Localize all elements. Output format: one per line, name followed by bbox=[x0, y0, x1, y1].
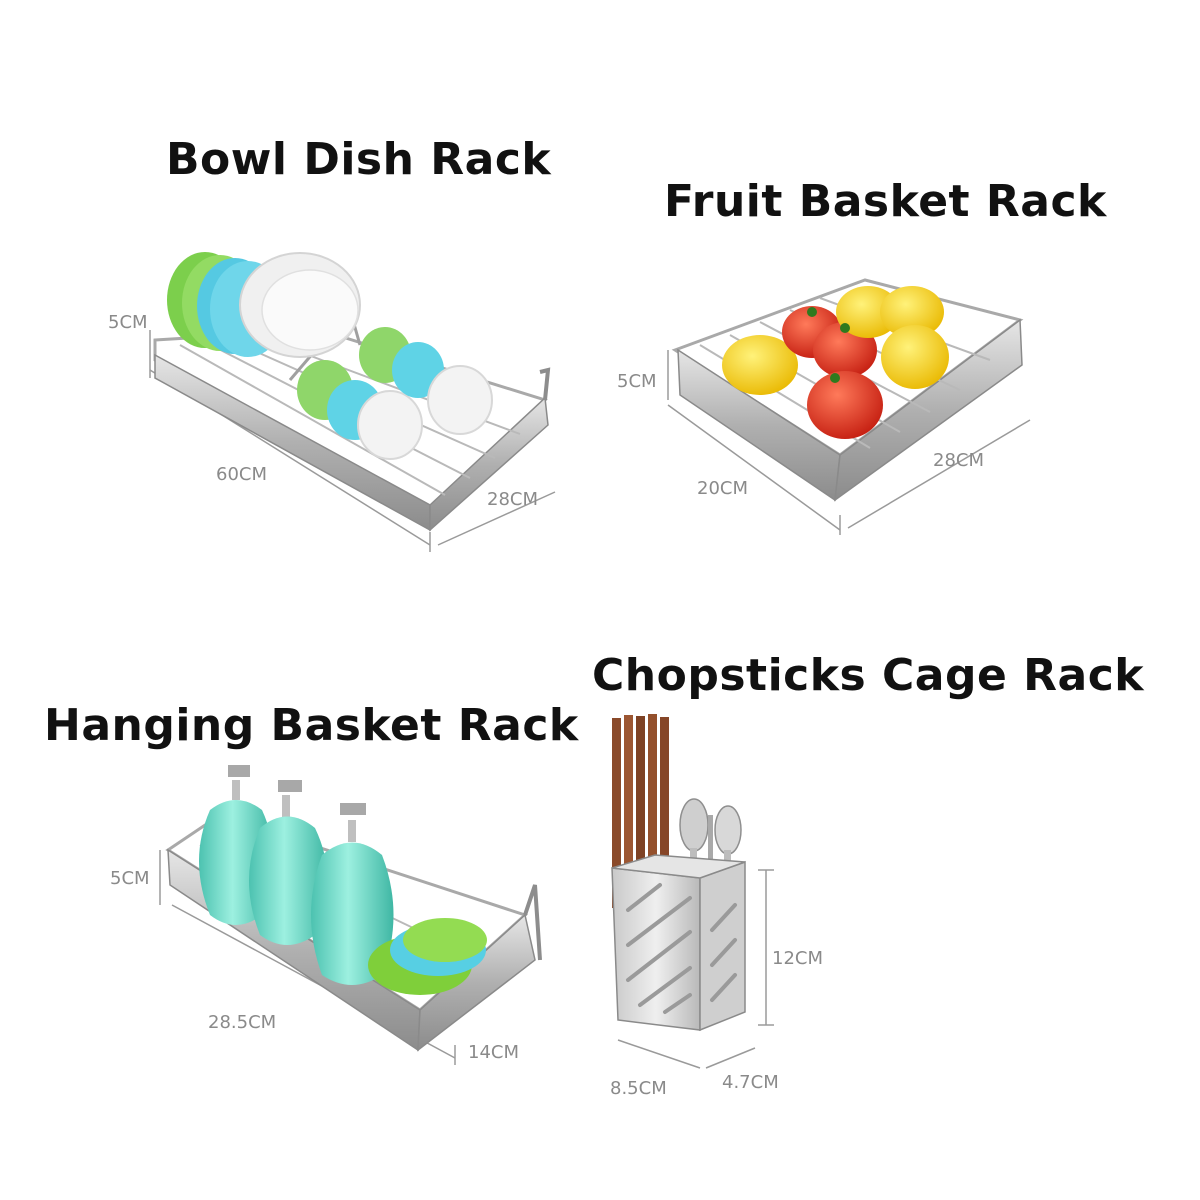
bowl-dish-rack-frame bbox=[153, 306, 551, 532]
hanging-basket-rack-width-label: 14CM bbox=[468, 1042, 519, 1063]
bowl-dish-rack-plates bbox=[167, 252, 361, 358]
fruit-basket-rack-frame bbox=[671, 278, 1024, 502]
hanging-basket-rack-length-label: 28.5CM bbox=[208, 1012, 276, 1033]
chopsticks-cage-rack-width-label: 4.7CM bbox=[722, 1072, 779, 1093]
hanging-basket-rack-illustration bbox=[159, 765, 542, 1065]
bowl-dish-rack-height-label: 5CM bbox=[108, 312, 148, 333]
fruit-basket-rack-height-label: 5CM bbox=[617, 371, 657, 392]
hanging-basket-rack-sponges bbox=[368, 918, 487, 995]
chopsticks-cage-rack-height-label: 12CM bbox=[772, 948, 823, 969]
bowl-dish-rack-bowls bbox=[297, 327, 493, 460]
hanging-basket-rack-height-label: 5CM bbox=[110, 868, 150, 889]
chopsticks-cage-rack-length-label: 8.5CM bbox=[610, 1078, 667, 1099]
bowl-dish-rack-width-label: 28CM bbox=[487, 489, 538, 510]
bowl-dish-rack-illustration bbox=[149, 252, 556, 552]
fruit-basket-rack-width-label: 28CM bbox=[933, 450, 984, 471]
chopsticks-cage-rack-chopsticks bbox=[612, 714, 669, 908]
fruit-basket-rack-length-label: 20CM bbox=[697, 478, 748, 499]
fruit-basket-rack-fruits bbox=[722, 286, 949, 439]
chopsticks-cage-body bbox=[611, 854, 746, 1032]
hanging-basket-rack-bottles bbox=[199, 765, 394, 985]
chopsticks-cage-rack-dimension-lines bbox=[617, 869, 774, 1069]
fruit-basket-rack-dimension-lines bbox=[667, 350, 1031, 535]
bowl-dish-rack-title: Bowl Dish Rack bbox=[166, 134, 552, 185]
fruit-basket-rack-illustration bbox=[667, 278, 1031, 535]
bowl-dish-rack-length-label: 60CM bbox=[216, 464, 267, 485]
hanging-basket-rack-title: Hanging Basket Rack bbox=[44, 700, 579, 751]
chopsticks-cage-rack-illustration bbox=[611, 714, 774, 1069]
fruit-basket-rack-title: Fruit Basket Rack bbox=[664, 176, 1107, 227]
chopsticks-cage-rack-title: Chopsticks Cage Rack bbox=[592, 650, 1145, 701]
